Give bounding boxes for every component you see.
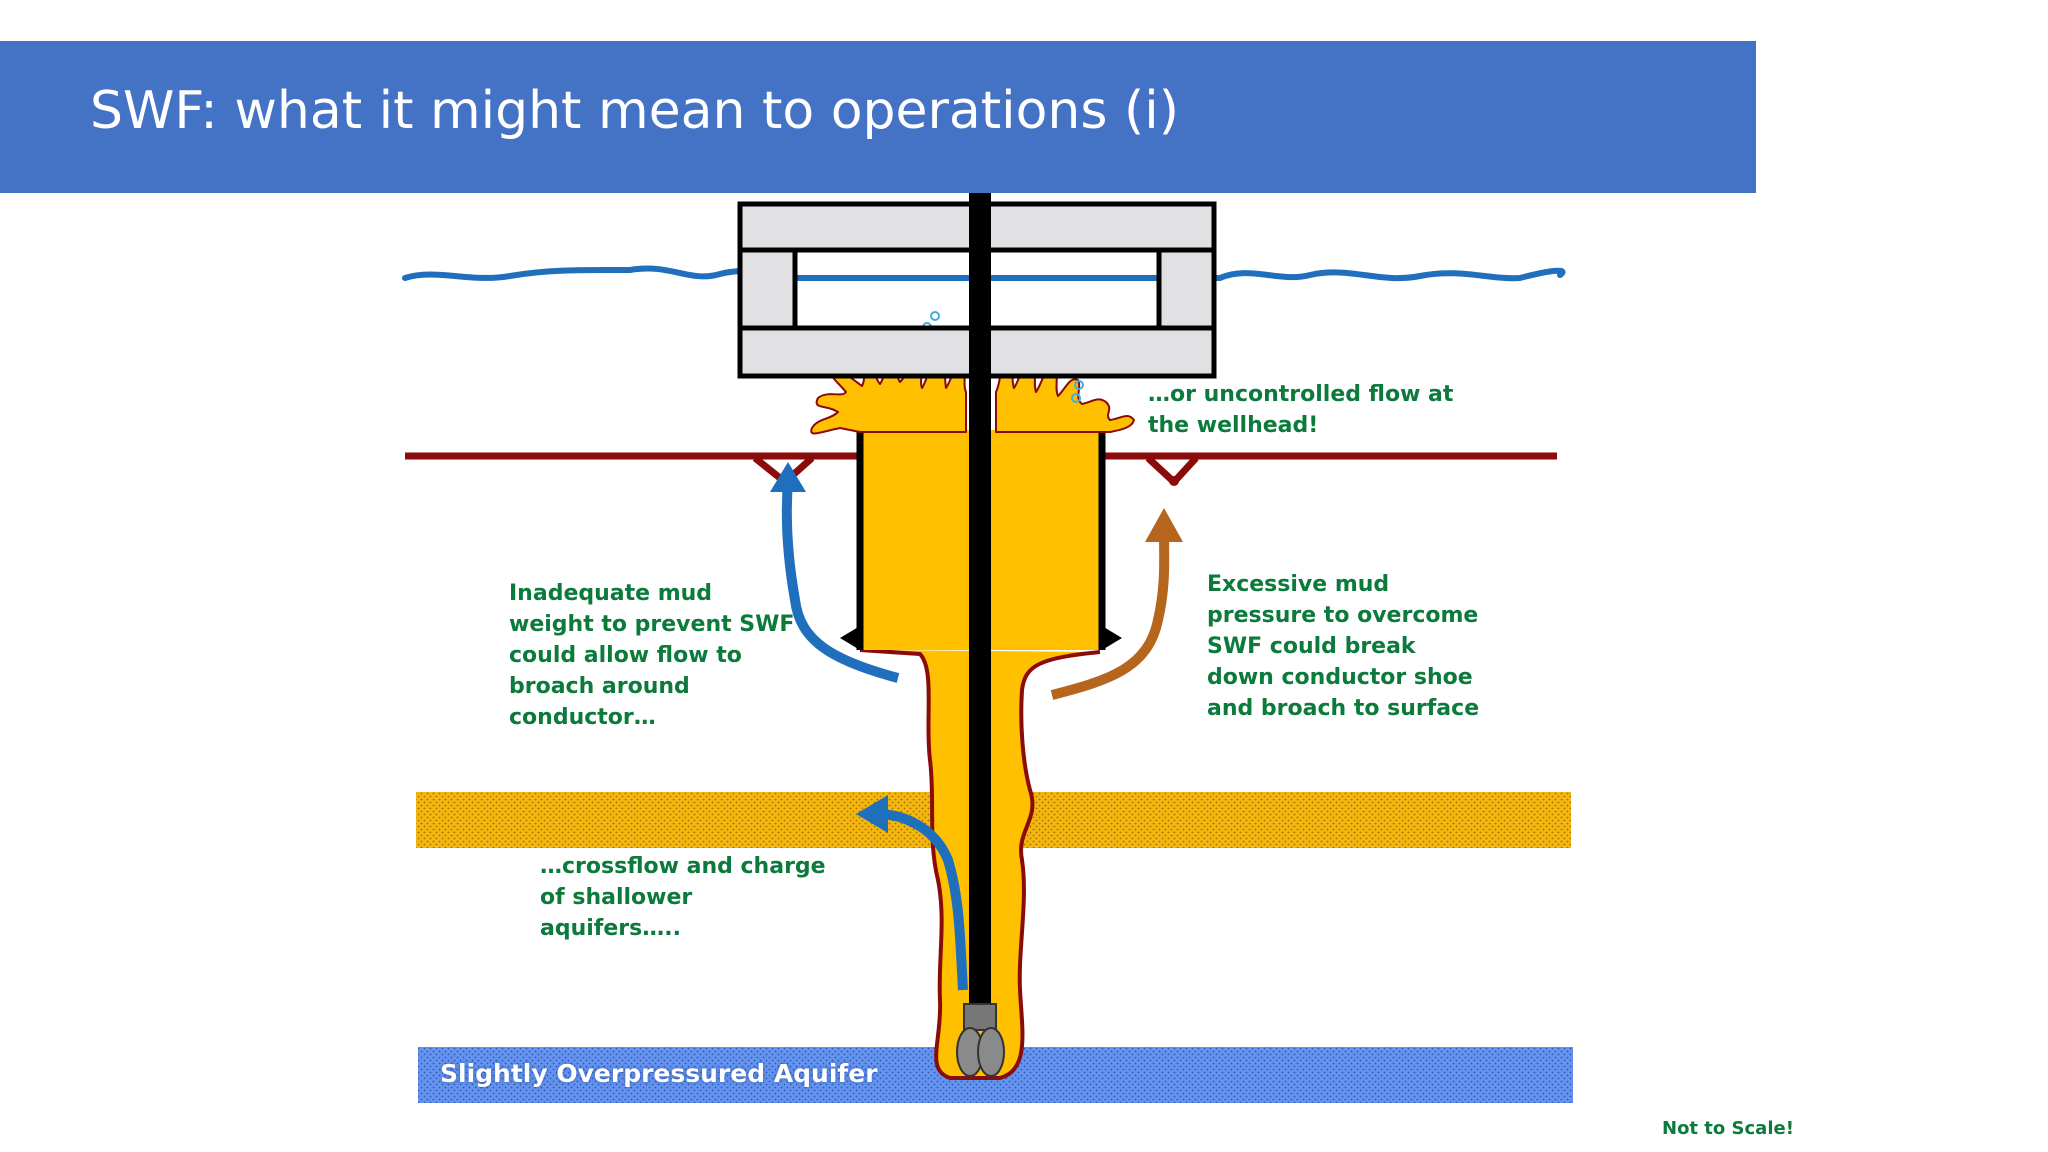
crossflow-note-line: aquifers…..	[540, 916, 681, 941]
aquifer-label: Slightly Overpressured Aquifer	[440, 1059, 878, 1088]
conductor-shoe-break-arrow	[1050, 531, 1170, 700]
conductor-shoe-break-arrowhead	[1145, 508, 1183, 542]
excessive-mud-note-line: SWF could break	[1207, 634, 1416, 659]
crossflow-note-line: of shallower	[540, 885, 693, 910]
inadequate-mud-note-line: weight to prevent SWF	[509, 612, 795, 637]
inadequate-mud-note: Inadequate mud weight to prevent SWF cou…	[509, 578, 794, 733]
crossflow-note: …crossflow and charge of shallower aquif…	[540, 851, 826, 944]
inadequate-mud-note-line: conductor…	[509, 705, 656, 730]
inadequate-mud-note-line: broach around	[509, 674, 690, 699]
excessive-mud-note-line: pressure to overcome	[1207, 603, 1479, 628]
broach-conductor-arrowhead	[770, 462, 806, 492]
crossflow-arrowhead	[856, 795, 888, 833]
inadequate-mud-note-line: Inadequate mud	[509, 581, 713, 606]
title-bar: SWF: what it might mean to operations (i…	[0, 41, 1756, 193]
excessive-mud-note: Excessive mud pressure to overcome SWF c…	[1207, 569, 1479, 724]
not-to-scale-note: Not to Scale!	[1662, 1118, 1794, 1139]
crossflow-arrow	[879, 809, 968, 991]
excessive-mud-note-line: and broach to surface	[1207, 696, 1480, 721]
slide-title: SWF: what it might mean to operations (i…	[90, 81, 1180, 141]
seabed-crater-right-dot	[1169, 476, 1179, 486]
broach-conductor-arrow	[781, 481, 900, 683]
sea-surface-line	[402, 265, 1566, 282]
wellhead-flow-note-line: the wellhead!	[1148, 413, 1319, 438]
excessive-mud-note-line: Excessive mud	[1207, 572, 1390, 597]
wellhead-flow-note: …or uncontrolled flow at the wellhead!	[1148, 379, 1453, 441]
wellhead-flow-note-line: …or uncontrolled flow at	[1148, 382, 1454, 407]
drill-string	[969, 193, 991, 1008]
drill-bit	[956, 1003, 1005, 1077]
excessive-mud-note-line: down conductor shoe	[1207, 665, 1473, 690]
crossflow-note-line: …crossflow and charge	[540, 854, 826, 879]
conductor-shoe-right	[1102, 626, 1122, 650]
conductor-shoe-left	[840, 626, 860, 650]
inadequate-mud-note-line: could allow flow to	[509, 643, 742, 668]
